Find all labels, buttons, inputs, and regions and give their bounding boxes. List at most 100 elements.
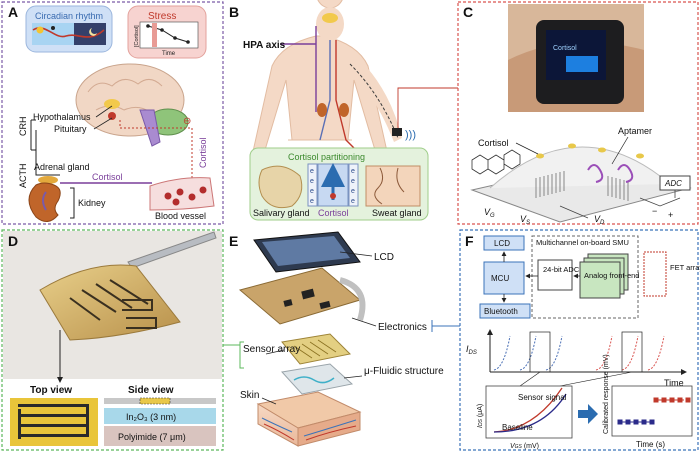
ion-e: e <box>351 168 355 175</box>
side-view-label: Side view <box>128 385 174 396</box>
rbc <box>199 186 207 194</box>
stress-point <box>160 28 164 32</box>
calibrated-low-series <box>617 419 655 425</box>
kidney <box>28 182 61 222</box>
adc-f-label: 24-bit ADC <box>543 265 580 274</box>
panel-a: A Circadian rhythm Stress [Cortisol] Tim… <box>1 1 224 225</box>
polyimide-layer <box>104 426 216 446</box>
plus-sign: + <box>668 210 673 220</box>
blood-vessel-label: Blood vessel <box>155 211 206 221</box>
panel-c-letter: C <box>463 4 473 20</box>
sensor-signal-label: Sensor signal <box>518 393 567 402</box>
vs-label: VS <box>520 214 530 226</box>
electrode-fingers-left <box>535 171 565 198</box>
sweat-gland-icon <box>365 165 421 207</box>
mcu-label: MCU <box>491 274 509 283</box>
adrenal-gland <box>38 176 58 184</box>
adc-label: ADC <box>664 179 682 188</box>
lcd-screen <box>262 236 350 266</box>
time-s-label: Time (s) <box>636 440 665 449</box>
skin-pointer <box>261 397 277 405</box>
ion-e: e <box>310 198 314 205</box>
moon-icon <box>89 28 97 36</box>
ion-column-left <box>307 163 318 207</box>
stress-event-bar <box>152 23 157 47</box>
zoom-box-left <box>529 331 551 373</box>
head <box>316 7 344 41</box>
electronics-label: Electronics <box>378 322 427 333</box>
top-view-label: Top view <box>30 385 72 396</box>
top-view-pattern <box>18 404 89 439</box>
hypothalamus-line <box>95 105 113 118</box>
rbc <box>188 193 196 201</box>
stress-point <box>146 24 150 28</box>
microfluidic-pointer <box>343 375 363 379</box>
ion-e: e <box>351 188 355 195</box>
gold-highlight <box>139 397 171 405</box>
skin-label: Skin <box>240 390 259 401</box>
hpa-label: HPA axis <box>243 40 286 51</box>
cortisol-pointer <box>515 142 539 155</box>
smu-region <box>531 235 639 319</box>
electronics-board <box>238 267 362 325</box>
wearable-on-arm <box>392 128 402 136</box>
kidney-small-left <box>317 103 327 117</box>
afe-label: Analog front-end <box>584 271 639 280</box>
cortisol-molecule <box>636 153 644 159</box>
chip <box>283 299 293 307</box>
kidney-bracket <box>70 187 75 219</box>
partition-title: Cortisol partitioning <box>288 152 365 162</box>
sweat-gland-duct <box>374 167 405 205</box>
in2o3-layer <box>104 408 216 424</box>
cortisol-dot <box>330 193 336 199</box>
panel-e-letter: E <box>229 233 238 249</box>
stress-point <box>173 36 177 40</box>
fet-label: FET array <box>670 263 700 272</box>
adc-block <box>537 259 573 291</box>
blood-vessel-line-blue <box>319 40 331 141</box>
hpa-bracket <box>30 119 36 151</box>
aptamer-strand <box>617 164 634 183</box>
human-body <box>251 0 389 161</box>
kidney-inner <box>42 191 47 211</box>
panel-b-letter: B <box>229 4 239 20</box>
ion-e: e <box>351 198 355 205</box>
vd-label: VD <box>594 214 605 226</box>
panel-c: C Cortisol Cortisol Aptamer <box>457 1 699 226</box>
panel-e: E LCD Electronics Sensor array μ-Fluidic… <box>223 231 460 447</box>
sweat-label: Sweat gland <box>372 208 422 218</box>
ion-e: e <box>310 188 314 195</box>
cortisol-label-c: Cortisol <box>478 138 509 148</box>
bluetooth-block <box>479 303 531 319</box>
zoom-lines <box>519 371 633 387</box>
ion-e: e <box>351 178 355 185</box>
afe-block <box>579 261 621 299</box>
lcd-pointer <box>339 251 373 257</box>
cortisol-horizontal-label: Cortisol <box>92 172 123 182</box>
iv-baseline-curve <box>493 393 567 433</box>
salivary-label: Salivary gland <box>253 208 310 218</box>
feedback-line <box>119 120 193 180</box>
aptamer-strand <box>587 164 604 183</box>
electrode-traces <box>69 279 157 329</box>
panel-f-letter: F <box>465 233 474 249</box>
partition-cortisol-label: Cortisol <box>318 208 349 218</box>
stress-x-label: Time <box>162 51 176 57</box>
pituitary-label: Pituitary <box>54 124 87 134</box>
circadian-title: Circadian rhythm <box>35 11 103 21</box>
sensor-array-label: Sensor array <box>243 344 300 355</box>
cortisol-molecule <box>536 153 544 159</box>
iv-x-label: VGS (mV) <box>510 443 539 450</box>
skin-vessels-red <box>263 423 357 441</box>
hypothalamus-region <box>104 99 120 109</box>
brain-small <box>322 13 338 23</box>
ion-e: e <box>310 178 314 185</box>
kidney-small-right <box>339 103 349 117</box>
flex-cable <box>339 277 366 321</box>
lcd-block <box>483 235 525 251</box>
calibrated-y-label: Calibrated response (mV) <box>603 354 610 434</box>
polyimide-label: Polyimide (7 μm) <box>118 432 186 442</box>
calibration-arrow <box>578 404 598 424</box>
ion-e: e <box>310 168 314 175</box>
